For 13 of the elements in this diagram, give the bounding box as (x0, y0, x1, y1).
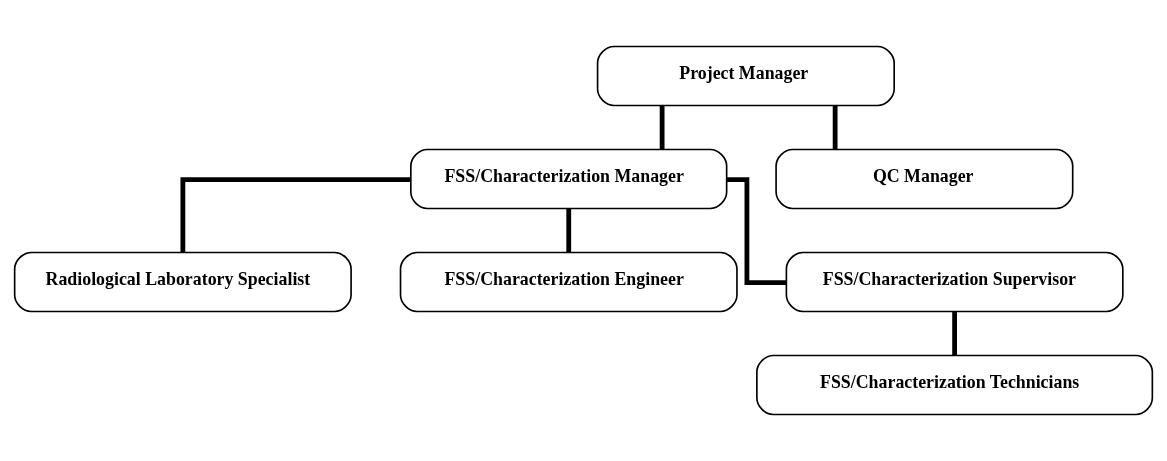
connector (659, 105, 665, 150)
connector (952, 311, 957, 356)
connector (566, 208, 572, 253)
connector (726, 177, 786, 286)
connector (180, 177, 411, 253)
node-box: Project Manager (596, 45, 895, 107)
node-box: FSS/Characterization Technicians (756, 354, 1154, 416)
node-box: QC Manager (775, 148, 1074, 210)
node-box: FSS/Characterization Supervisor (785, 251, 1124, 313)
node-box: Radiological Laboratory Specialist (13, 251, 352, 313)
node-box: FSS/Characterization Engineer (399, 251, 738, 313)
connector (832, 105, 838, 150)
node-box: FSS/Characterization Manager (410, 148, 728, 210)
